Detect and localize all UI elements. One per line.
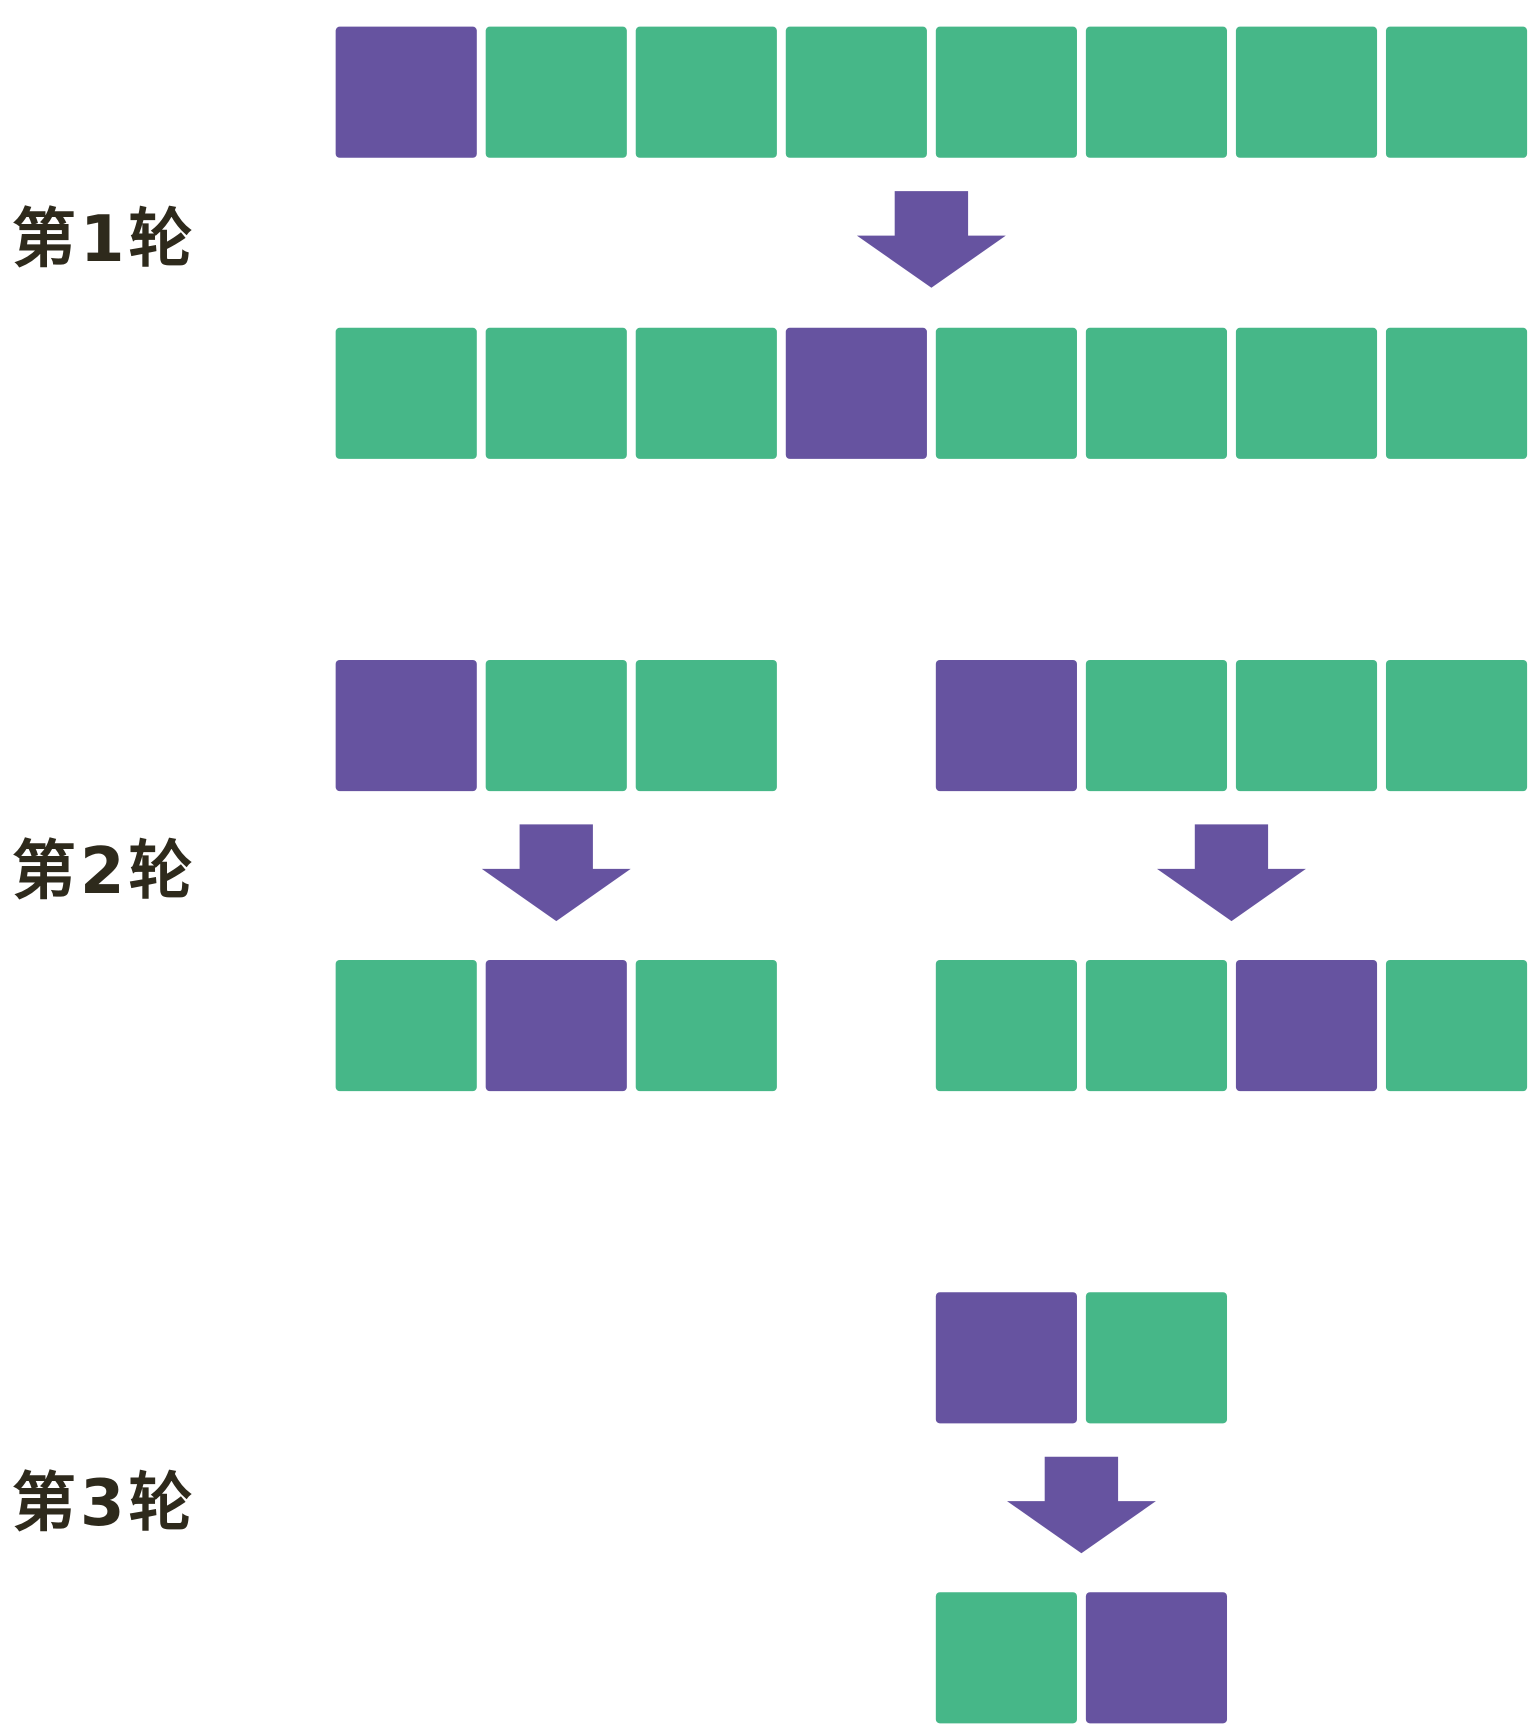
round-1-group-1-after-cell-8-element — [1385, 327, 1528, 459]
round-1-group-1-after-cell-6-element — [1085, 327, 1228, 459]
round-2-group-2-after-cell-3-pivot — [1235, 960, 1378, 1092]
round-2-group-1-after-cell-3-element — [635, 960, 777, 1092]
round-3-group-1-before-cell-2-element — [1085, 1292, 1228, 1424]
round-1-group-1-before-cell-4-element — [785, 26, 927, 158]
round-1-group-1-before-cell-2-element — [485, 26, 627, 158]
round-1-group-1-before-cell-1-pivot — [335, 26, 477, 158]
round-2-group-2-after-cell-2-element — [1085, 960, 1228, 1092]
round-1-group-1-before-cell-5-element — [935, 26, 1077, 158]
round-2-group-1-after-cell-1-element — [335, 960, 477, 1092]
round-1-label: 第1轮 — [12, 203, 197, 277]
round-2-group-2-before-cell-4-element — [1385, 660, 1528, 792]
round-3-group-1-after-cell-1-element — [935, 1592, 1077, 1724]
round-1-group-1-before-cell-7-element — [1235, 26, 1378, 158]
round-2-group-1-after-cell-2-pivot — [485, 960, 627, 1092]
round-2-group-2-before-cell-3-element — [1235, 660, 1378, 792]
round-1-group-1-before-cell-6-element — [1085, 26, 1228, 158]
round-2-group-2-before-cell-2-element — [1085, 660, 1228, 792]
round-1-group-1-after-cell-3-element — [635, 327, 777, 459]
round-2-group-2-before-cell-1-pivot — [935, 660, 1077, 792]
round-3-label: 第3轮 — [12, 1467, 197, 1541]
round-1-group-1-before-cell-8-element — [1385, 26, 1528, 158]
round-2-group-1-before-cell-3-element — [635, 660, 777, 792]
round-2-group-2-down-arrow-icon — [1157, 824, 1306, 922]
round-2-label: 第2轮 — [12, 835, 197, 909]
round-1-group-1-after-cell-2-element — [485, 327, 627, 459]
round-3-group-1-down-arrow-icon — [1007, 1456, 1156, 1554]
round-2-group-1-before-cell-1-pivot — [335, 660, 477, 792]
round-2-group-1-down-arrow-icon — [481, 824, 631, 922]
round-3-group-1-after-cell-2-pivot — [1085, 1592, 1228, 1724]
round-2-group-2-after-cell-4-element — [1385, 960, 1528, 1092]
round-1-group-1-down-arrow-icon — [856, 191, 1006, 288]
round-1-group-1-after-cell-7-element — [1235, 327, 1378, 459]
round-2-group-1-before-cell-2-element — [485, 660, 627, 792]
round-3-group-1-before-cell-1-pivot — [935, 1292, 1077, 1424]
round-1-group-1-after-cell-5-element — [935, 327, 1077, 459]
round-1-group-1-after-cell-4-pivot — [785, 327, 927, 459]
round-1-group-1-after-cell-1-element — [335, 327, 477, 459]
round-1-group-1-before-cell-3-element — [635, 26, 777, 158]
round-2-group-2-after-cell-1-element — [935, 960, 1077, 1092]
